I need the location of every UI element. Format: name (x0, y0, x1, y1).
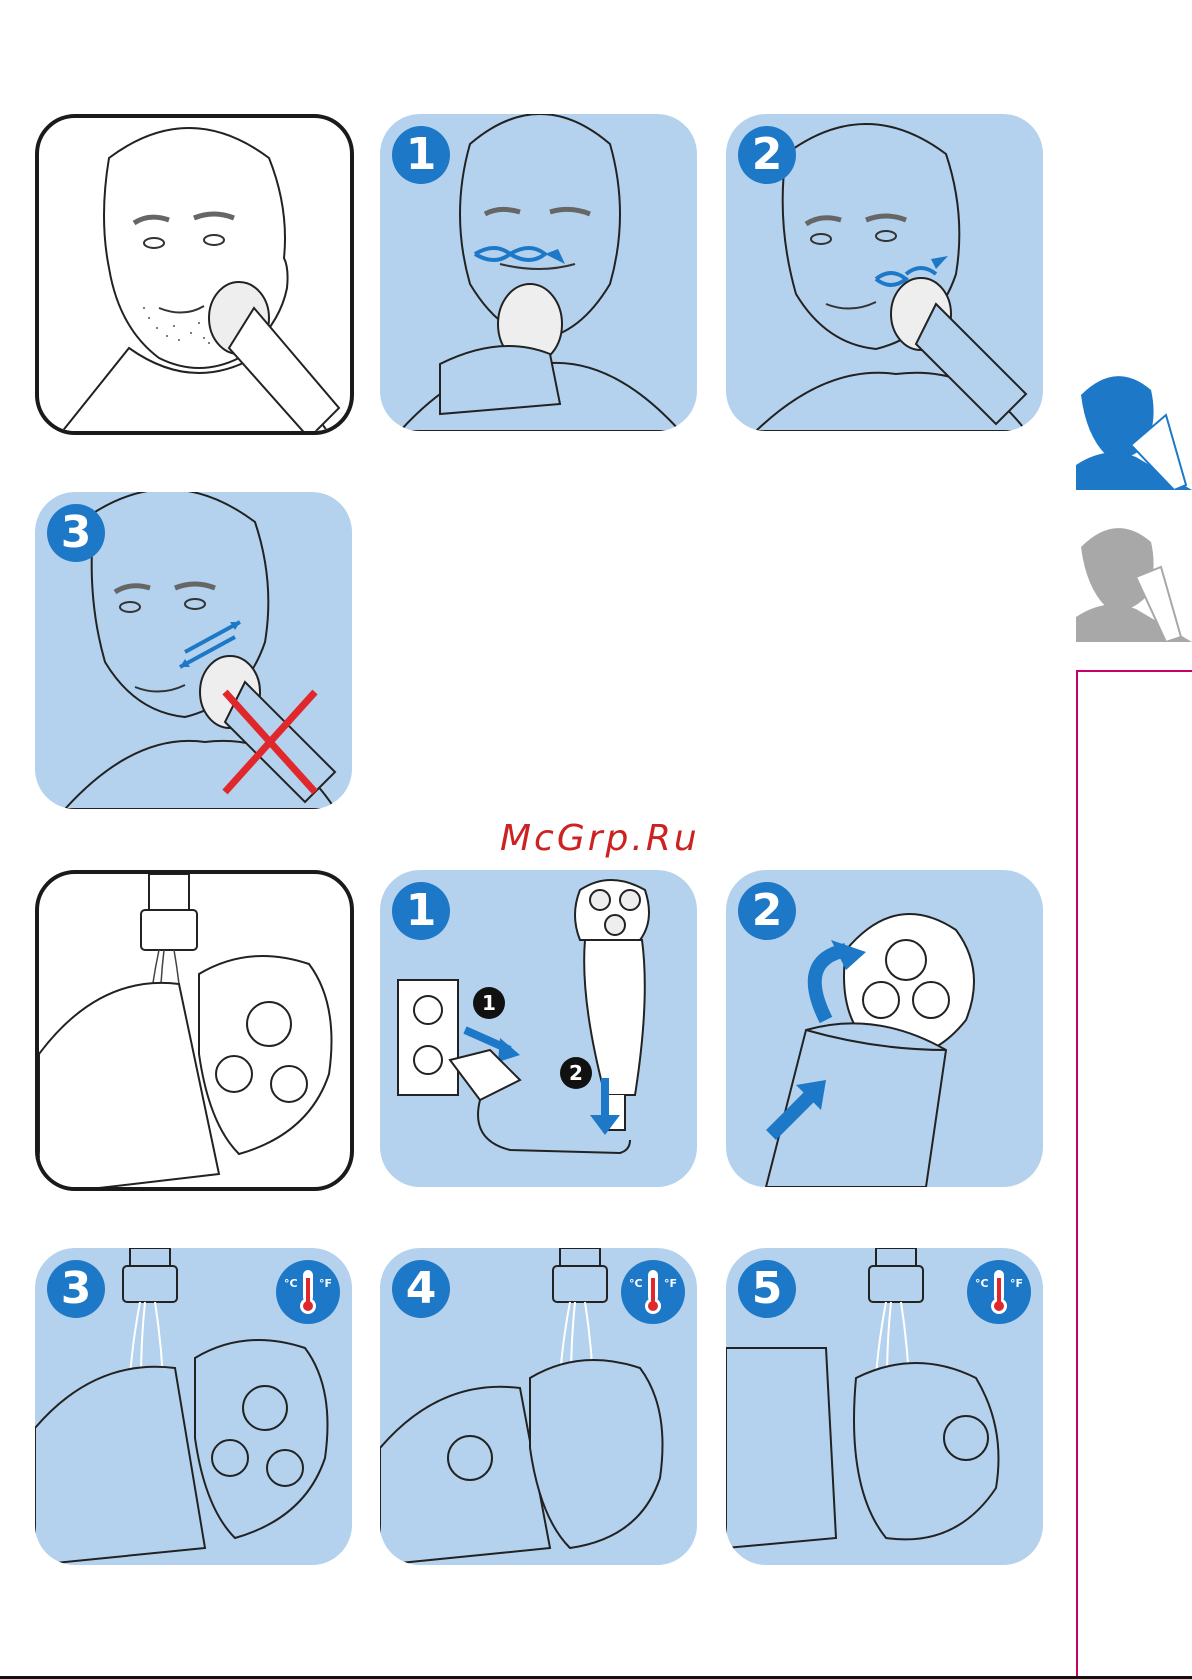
thermometer-icon (298, 1268, 318, 1316)
step-3-badge: 3 (47, 1260, 105, 1318)
hot-water-temperature-badge: °C °F (276, 1260, 340, 1324)
thermometer-icon (989, 1268, 1009, 1316)
shaving-inactive-icon (1076, 517, 1192, 642)
sub-step-marker: 1 (473, 987, 505, 1019)
shaving-section-tab-active[interactable] (1076, 365, 1192, 490)
shaving-active-icon (1076, 365, 1192, 490)
watermark: McGrp.Ru (500, 818, 700, 859)
celsius-label: °C (284, 1277, 298, 1290)
man-shaving-illustration (39, 118, 354, 435)
shaving-section-tab-inactive[interactable] (1076, 517, 1192, 642)
intro-cleaning-panel (35, 870, 354, 1191)
fahrenheit-label: °F (319, 1277, 332, 1290)
shaving-step-3-panel: 3 (35, 492, 352, 809)
step-4-badge: 4 (392, 1260, 450, 1318)
sidebar-rule (1076, 670, 1078, 1679)
step-2-badge: 2 (738, 882, 796, 940)
cleaning-step-1-panel: 1 1 2 (380, 870, 697, 1187)
fahrenheit-label: °F (664, 1277, 677, 1290)
cleaning-step-5-panel: 5 °C °F (726, 1248, 1043, 1565)
step-2-badge: 2 (738, 126, 796, 184)
hot-water-temperature-badge: °C °F (621, 1260, 685, 1324)
rinsing-head-illustration (39, 874, 354, 1191)
step-3-badge: 3 (47, 504, 105, 562)
thermometer-icon (643, 1268, 663, 1316)
sidebar-divider (1076, 670, 1192, 672)
intro-shaving-panel (35, 114, 354, 435)
fahrenheit-label: °F (1010, 1277, 1023, 1290)
step-1-badge: 1 (392, 882, 450, 940)
shaving-step-1-panel: 1 (380, 114, 697, 431)
celsius-label: °C (975, 1277, 989, 1290)
cleaning-step-4-panel: 4 °C °F (380, 1248, 697, 1565)
cleaning-step-3-panel: 3 °C °F (35, 1248, 352, 1565)
sub-step-marker: 2 (560, 1057, 592, 1089)
step-1-badge: 1 (392, 126, 450, 184)
shaving-step-2-panel: 2 (726, 114, 1043, 431)
cleaning-step-2-panel: 2 (726, 870, 1043, 1187)
celsius-label: °C (629, 1277, 643, 1290)
hot-water-temperature-badge: °C °F (967, 1260, 1031, 1324)
step-5-badge: 5 (738, 1260, 796, 1318)
